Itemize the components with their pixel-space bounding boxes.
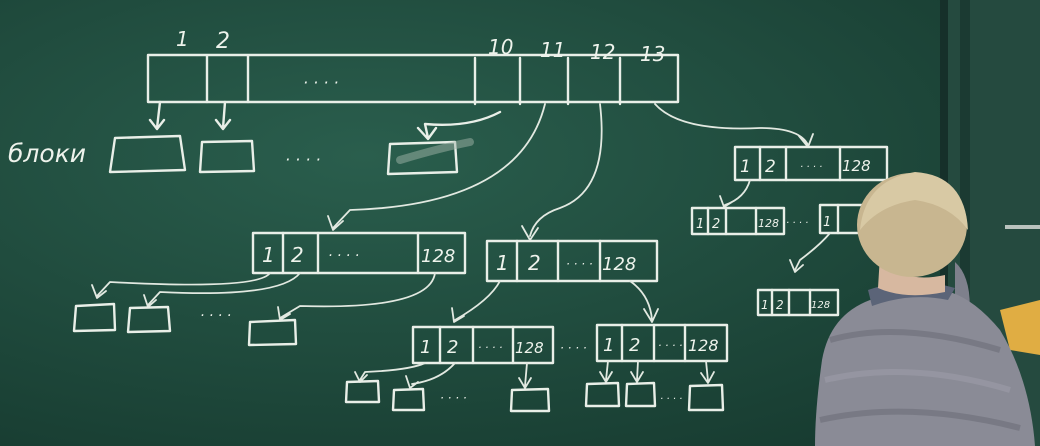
svg-text:· · · ·: · · · · [328, 248, 359, 264]
yellow-object [1000, 300, 1040, 355]
svg-text:2: 2 [776, 298, 784, 312]
svg-text:· · · ·: · · · · [440, 391, 467, 405]
indirect-block-2b: 1 2 · · · · 128 [595, 323, 729, 363]
svg-text:128: 128 [515, 339, 544, 357]
svg-text:128: 128 [602, 254, 636, 275]
indirect-block-2: 1 2 · · · · 128 [485, 239, 659, 283]
svg-text:128: 128 [811, 300, 830, 311]
svg-text:128: 128 [688, 336, 719, 355]
svg-text:1: 1 [740, 157, 751, 177]
svg-text:1: 1 [823, 215, 831, 230]
svg-text:· · · ·: · · · · [478, 341, 502, 354]
indirect-1-children: · · · · [72, 272, 436, 347]
svg-text:128: 128 [842, 157, 871, 175]
indirect-block-3: 1 2 · · · · 128 [733, 145, 889, 182]
index-13: 13 [640, 42, 665, 66]
arrow-d-right [629, 280, 659, 323]
svg-text:1: 1 [420, 337, 431, 358]
indirect-block-2a: 1 2 · · · · 128 [411, 325, 555, 365]
leaf-blocks-double: · · · · · · · · [344, 360, 725, 413]
inode-array [146, 53, 680, 106]
svg-text:128: 128 [758, 217, 779, 230]
blocks-label: блоки [8, 139, 86, 168]
arrow-single [327, 103, 546, 231]
svg-text:1: 1 [696, 217, 704, 232]
person [815, 172, 1035, 446]
arrow-t-down [789, 232, 831, 273]
indirect-block-3a: 1 2 128 [690, 206, 786, 236]
svg-text:· · · ·: · · · · [566, 257, 593, 271]
indirect-block-1: 1 2 · · · · 128 [251, 231, 467, 275]
dots-between: · · · · [560, 341, 587, 355]
board-ledge [1005, 225, 1040, 229]
svg-text:· · · ·: · · · · [800, 162, 822, 173]
index-10: 10 [488, 35, 513, 59]
indirect-block-3c: 1 2 128 [756, 288, 840, 317]
svg-text:2: 2 [765, 157, 776, 177]
svg-text:2: 2 [712, 217, 720, 232]
svg-text:1: 1 [262, 243, 275, 267]
svg-text:128: 128 [421, 246, 455, 267]
svg-text:2: 2 [629, 335, 640, 356]
svg-text:· · · ·: · · · · [200, 308, 231, 324]
index-11: 11 [540, 38, 565, 62]
array-dots: · · · · [303, 73, 339, 92]
svg-text:1: 1 [496, 251, 509, 275]
arrow-d-left [451, 280, 501, 323]
index-12: 12 [590, 40, 615, 64]
direct-blocks: · · · · [108, 100, 502, 176]
dots-triple: · · · · [786, 218, 808, 229]
svg-text:· · · ·: · · · · [285, 150, 321, 169]
svg-text:· · · ·: · · · · [658, 339, 682, 352]
svg-text:2: 2 [291, 243, 304, 267]
index-2: 2 [216, 29, 230, 54]
svg-text:1: 1 [603, 335, 614, 356]
svg-text:1: 1 [761, 298, 769, 312]
svg-text:2: 2 [447, 337, 458, 358]
index-1: 1 [176, 27, 189, 51]
svg-text:· · · ·: · · · · [660, 394, 682, 405]
svg-text:2: 2 [528, 251, 541, 275]
